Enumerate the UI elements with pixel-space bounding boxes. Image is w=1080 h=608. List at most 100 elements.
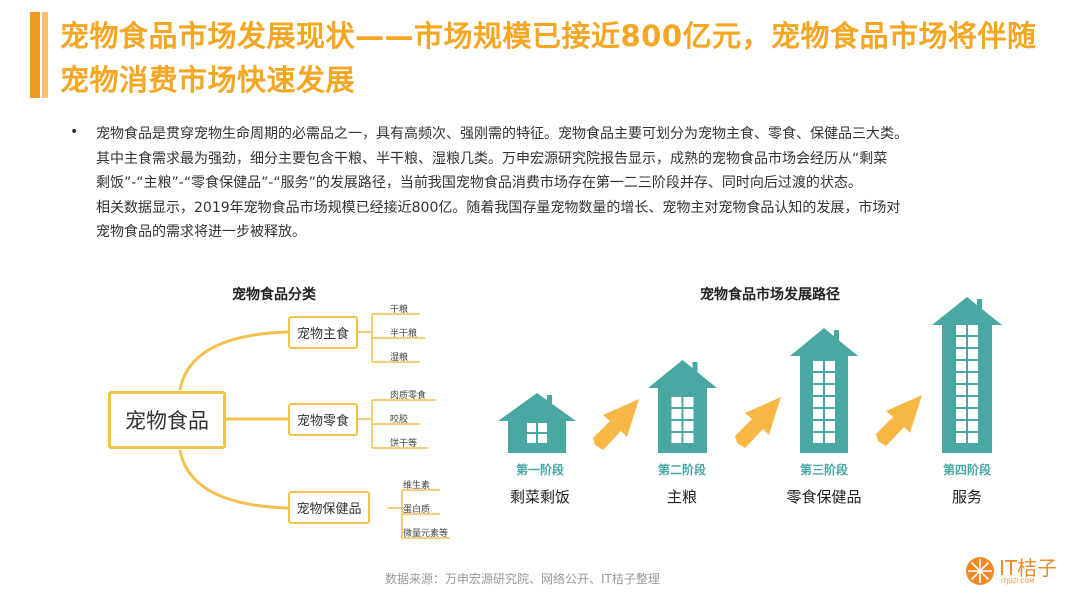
stage-name: 剩菜剩饭 <box>509 488 570 506</box>
mindmap-leaf: 肉质零食 <box>390 391 427 401</box>
window-icon <box>968 433 978 443</box>
body-line: 宠物食品的需求将进一步被释放。 <box>96 224 306 240</box>
body-line: 相关数据显示，2019年宠物食品市场规模已经接近800亿。随着我国存量宠物数量的… <box>96 199 901 216</box>
window-icon <box>825 409 835 419</box>
window-icon <box>968 409 978 419</box>
roof-icon <box>932 297 1002 325</box>
window-icon <box>671 421 682 431</box>
arrow-up-right-icon <box>735 397 781 448</box>
building-icon <box>658 387 707 453</box>
window-icon <box>956 433 966 443</box>
mindmap-branch: 宠物保健品 <box>288 491 370 524</box>
stage-label: 第二阶段 <box>657 463 706 477</box>
body-line: 宠物食品是贯穿宠物生命周期的必需品之一，具有高频次、强刚需的特征。宠物食品主要可… <box>96 126 908 142</box>
window-icon <box>527 423 536 432</box>
mindmap-branch: 宠物零食 <box>288 403 358 436</box>
title-accent-bar-light <box>42 12 48 98</box>
chimney-icon <box>692 362 698 376</box>
window-icon <box>825 385 835 395</box>
window-icon <box>813 373 823 383</box>
chimney-icon <box>834 330 839 344</box>
mindmap-leaf: 蛋白质 <box>403 505 431 515</box>
window-icon <box>813 361 823 371</box>
orange-slice-icon <box>966 557 994 585</box>
window-icon <box>956 325 966 335</box>
mindmap-leaf: 微量元素等 <box>403 529 449 539</box>
window-icon <box>813 421 823 431</box>
window-icon <box>671 397 682 407</box>
window-icon <box>683 433 694 443</box>
window-icon <box>683 397 694 407</box>
mindmap-branch: 宠物主食 <box>288 316 358 349</box>
building-icon <box>942 324 992 453</box>
stage-name: 零食保健品 <box>786 488 862 506</box>
window-icon <box>683 421 694 431</box>
stage-3: 第三阶段零食保健品 <box>764 461 884 507</box>
mindmap-leaf: 干粮 <box>390 305 409 315</box>
mindmap-leaf: 湿粮 <box>390 353 409 363</box>
window-icon <box>825 397 835 407</box>
stage-1: 第一阶段剩菜剩饭 <box>480 461 600 507</box>
window-icon <box>956 409 966 419</box>
body-line: 其中主食需求最为强劲，细分主要包含干粮、半干粮、湿粮几类。万申宏源研究院报告显示… <box>96 150 888 167</box>
stage-label: 第一阶段 <box>515 463 564 477</box>
window-icon <box>956 373 966 383</box>
window-icon <box>956 361 966 371</box>
body-line: 剩饭”-“主粮”-“零食保健品”-“服务”的发展路径，当前我国宠物食品消费市场存… <box>96 175 862 191</box>
window-icon <box>968 325 978 335</box>
arrow-up-right-icon <box>593 399 639 450</box>
window-icon <box>956 397 966 407</box>
mindmap-leaf: 饼干等 <box>390 439 418 449</box>
window-icon <box>956 337 966 347</box>
mindmap-leaf: 维生素 <box>403 481 431 491</box>
window-icon <box>956 349 966 359</box>
mindmap-root: 宠物食品 <box>108 391 226 449</box>
roof-icon <box>790 328 858 356</box>
window-icon <box>813 397 823 407</box>
window-icon <box>671 433 682 443</box>
window-icon <box>671 409 682 419</box>
body-paragraph: 宠物食品是贯穿宠物生命周期的必需品之一，具有高频次、强刚需的特征。宠物食品主要可… <box>96 122 1056 245</box>
stage-name: 服务 <box>951 488 982 506</box>
window-icon <box>683 409 694 419</box>
stage-2: 第二阶段主粮 <box>622 461 742 507</box>
window-icon <box>538 423 547 432</box>
path-illustration <box>498 297 1002 453</box>
mindmap-leaf: 咬胶 <box>390 415 409 425</box>
bullet-icon: • <box>70 124 79 140</box>
window-icon <box>968 337 978 347</box>
roof-icon <box>498 393 576 421</box>
window-icon <box>956 421 966 431</box>
building-icon <box>508 420 566 453</box>
window-icon <box>813 385 823 395</box>
window-icon <box>527 434 536 443</box>
chimney-icon <box>977 299 982 313</box>
window-icon <box>825 373 835 383</box>
title-accent-bar <box>30 12 40 98</box>
window-icon <box>968 397 978 407</box>
building-icon <box>800 355 848 453</box>
window-icon <box>538 434 547 443</box>
page-title: 宠物食品市场发展现状——市场规模已接近800亿元，宠物食品市场将伴随宠物消费市场… <box>60 19 1037 97</box>
window-icon <box>968 349 978 359</box>
mindmap-connectors <box>178 313 450 539</box>
path-title: 宠物食品市场发展路径 <box>700 287 840 303</box>
window-icon <box>968 385 978 395</box>
window-icon <box>813 409 823 419</box>
stage-4: 第四阶段服务 <box>907 461 1027 507</box>
window-icon <box>825 433 835 443</box>
stage-label: 第三阶段 <box>799 463 848 477</box>
mindmap-leaf: 半干粮 <box>390 329 418 339</box>
roof-icon <box>648 360 717 388</box>
stage-label: 第四阶段 <box>942 463 991 477</box>
window-icon <box>968 361 978 371</box>
window-icon <box>968 421 978 431</box>
window-icon <box>968 373 978 383</box>
window-icon <box>825 421 835 431</box>
logo-name: IT桔子 <box>999 555 1058 580</box>
window-icon <box>956 385 966 395</box>
logo-url: ITJUZI.COM <box>1001 577 1035 585</box>
source-note: 数据来源：万申宏源研究院、网络公开、IT桔子整理 <box>385 572 660 586</box>
window-icon <box>825 361 835 371</box>
